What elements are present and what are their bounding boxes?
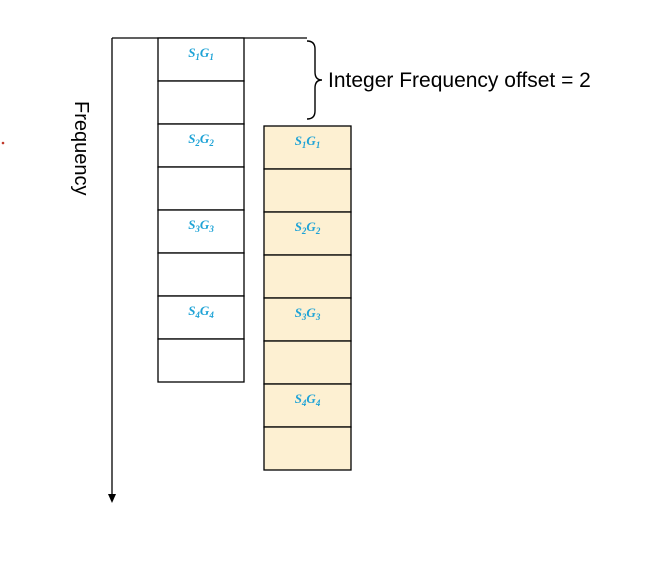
shifted-cell xyxy=(263,297,352,342)
shifted-cell xyxy=(263,340,352,385)
shifted-cell xyxy=(263,125,352,170)
original-cell xyxy=(157,338,245,383)
original-cell-label: S4G4 xyxy=(188,303,214,320)
shifted-cell xyxy=(263,211,352,256)
axis-label: Frequency xyxy=(70,101,92,196)
axis-arrowhead xyxy=(108,494,116,503)
original-cell-label: S1G1 xyxy=(188,45,214,62)
original-cell-label: S3G3 xyxy=(188,217,214,234)
stray-dot xyxy=(1,141,5,145)
offset-brace xyxy=(306,40,323,120)
shifted-cell xyxy=(263,426,352,471)
shifted-cell-label: S1G1 xyxy=(295,133,321,150)
offset-label: Integer Frequency offset = 2 xyxy=(328,69,591,92)
original-cell-label: S2G2 xyxy=(188,131,214,148)
original-cell xyxy=(157,37,245,82)
original-cell xyxy=(157,209,245,254)
shifted-cell-label: S4G4 xyxy=(295,391,321,408)
original-cell xyxy=(157,252,245,297)
shifted-cell-label: S2G2 xyxy=(295,219,321,236)
original-cell xyxy=(157,80,245,125)
shifted-cell-label: S3G3 xyxy=(295,305,321,322)
shifted-cell xyxy=(263,254,352,299)
shifted-cell xyxy=(263,168,352,213)
original-cell xyxy=(157,166,245,211)
original-cell xyxy=(157,295,245,340)
